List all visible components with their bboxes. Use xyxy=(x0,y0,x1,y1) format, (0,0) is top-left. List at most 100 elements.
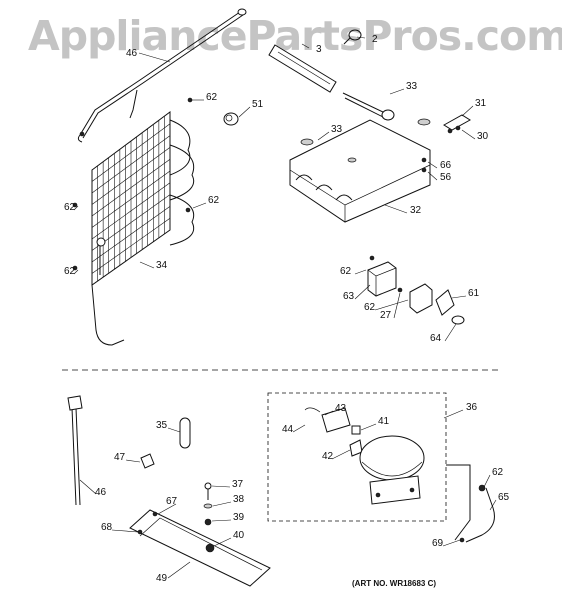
callout-label: 69 xyxy=(432,538,444,549)
part-37-39-hardware xyxy=(203,482,213,526)
part-33-bolt xyxy=(342,92,395,121)
callout-label: 33 xyxy=(406,81,418,92)
callout-leader xyxy=(292,424,306,433)
callout-label: 46 xyxy=(95,487,107,498)
part-32-shelf xyxy=(289,118,431,223)
part-27-overload xyxy=(409,283,465,325)
callout-leader xyxy=(360,423,377,431)
callout-leader xyxy=(73,269,79,275)
callout-leader xyxy=(427,161,438,169)
callout-label: 62 xyxy=(64,266,76,277)
callout-leader xyxy=(125,459,141,463)
compressor-body xyxy=(359,435,425,505)
callout-label: 41 xyxy=(378,416,390,427)
callout-leader xyxy=(461,129,476,140)
part-65-harness xyxy=(446,464,495,543)
part-46-lower-rod xyxy=(67,395,83,506)
part-36-assembly-box xyxy=(267,392,447,522)
part-43-bracket xyxy=(304,407,351,433)
callout-label: 62 xyxy=(492,467,504,478)
callout-label: 63 xyxy=(343,291,355,302)
callout-leader xyxy=(79,479,97,495)
callout-leader xyxy=(427,171,438,181)
art-number: (ART NO. WR18683 C) xyxy=(352,579,436,588)
callout-label: 62 xyxy=(206,92,218,103)
callout-label: 47 xyxy=(114,452,126,463)
callout-label: 40 xyxy=(233,530,245,541)
callout-leader xyxy=(389,88,405,95)
part-49-base-rail xyxy=(129,509,271,587)
callout-leader xyxy=(331,449,351,460)
condenser-wire xyxy=(91,170,171,228)
part-41-42-terminals xyxy=(349,425,363,457)
callout-leader xyxy=(354,284,371,300)
callout-leader xyxy=(317,131,330,141)
callout-label: 32 xyxy=(410,205,422,216)
callout-leader xyxy=(192,202,207,209)
callout-leader xyxy=(211,485,231,488)
callout-leader xyxy=(384,204,408,214)
callout-leader xyxy=(442,539,461,547)
part-31-bracket xyxy=(443,114,471,134)
callout-label: 34 xyxy=(156,260,168,271)
callout-leader xyxy=(374,299,409,311)
callout-label: 66 xyxy=(440,160,452,171)
callout-leader xyxy=(212,501,232,507)
callout-leader xyxy=(324,410,334,416)
callout-label: 49 xyxy=(156,573,168,584)
part-35-capsule xyxy=(179,417,191,449)
callout-label: 39 xyxy=(233,512,245,523)
callout-label: 33 xyxy=(331,124,343,135)
condenser-wire xyxy=(91,158,171,217)
part-46-upper-rod xyxy=(77,8,247,143)
callout-leader xyxy=(443,409,464,419)
condenser-wire xyxy=(91,147,171,205)
callout-leader xyxy=(138,52,171,63)
callout-label: 30 xyxy=(477,131,489,142)
callout-label: 35 xyxy=(156,420,168,431)
callout-label: 65 xyxy=(498,492,510,503)
part-2-clip xyxy=(343,29,362,45)
callout-leader xyxy=(157,503,177,515)
callout-label: 36 xyxy=(466,402,478,413)
callout-label: 62 xyxy=(364,302,376,313)
part-63-relay xyxy=(367,261,397,297)
callout-leader xyxy=(489,499,497,511)
callout-leader xyxy=(451,295,467,299)
callout-leader xyxy=(167,427,181,433)
callout-label: 62 xyxy=(340,266,352,277)
callout-label: 56 xyxy=(440,172,452,183)
callout-leader xyxy=(483,474,491,488)
condenser-wire xyxy=(91,182,171,240)
callout-label: 42 xyxy=(322,451,334,462)
condenser-wire xyxy=(91,217,171,274)
callout-leader xyxy=(111,529,139,533)
callout-label: 38 xyxy=(233,494,245,505)
callout-label: 46 xyxy=(126,48,138,59)
callout-leader xyxy=(167,561,191,579)
callout-leader xyxy=(393,292,401,319)
callout-label: 64 xyxy=(430,333,442,344)
callout-leader xyxy=(461,105,474,117)
callout-label: 31 xyxy=(475,98,487,109)
callout-label: 51 xyxy=(252,99,264,110)
callout-label: 44 xyxy=(282,424,294,435)
callout-leader xyxy=(301,43,310,49)
callout-label: 43 xyxy=(335,403,347,414)
callout-label: 37 xyxy=(232,479,244,490)
callout-label: 2 xyxy=(372,34,378,45)
callout-label: 61 xyxy=(468,288,480,299)
callout-leader xyxy=(354,269,367,275)
callout-label: 62 xyxy=(64,202,76,213)
part-51-grommet xyxy=(223,112,239,126)
callout-label: 67 xyxy=(166,496,178,507)
callout-label: 68 xyxy=(101,522,113,533)
callout-leader xyxy=(139,261,155,269)
part-34-condenser xyxy=(91,111,195,346)
callout-leader xyxy=(211,519,232,522)
misc-screws xyxy=(72,97,403,293)
watermark-text: AppliancePartsPros.com xyxy=(28,12,562,60)
condenser-wire xyxy=(91,206,171,263)
